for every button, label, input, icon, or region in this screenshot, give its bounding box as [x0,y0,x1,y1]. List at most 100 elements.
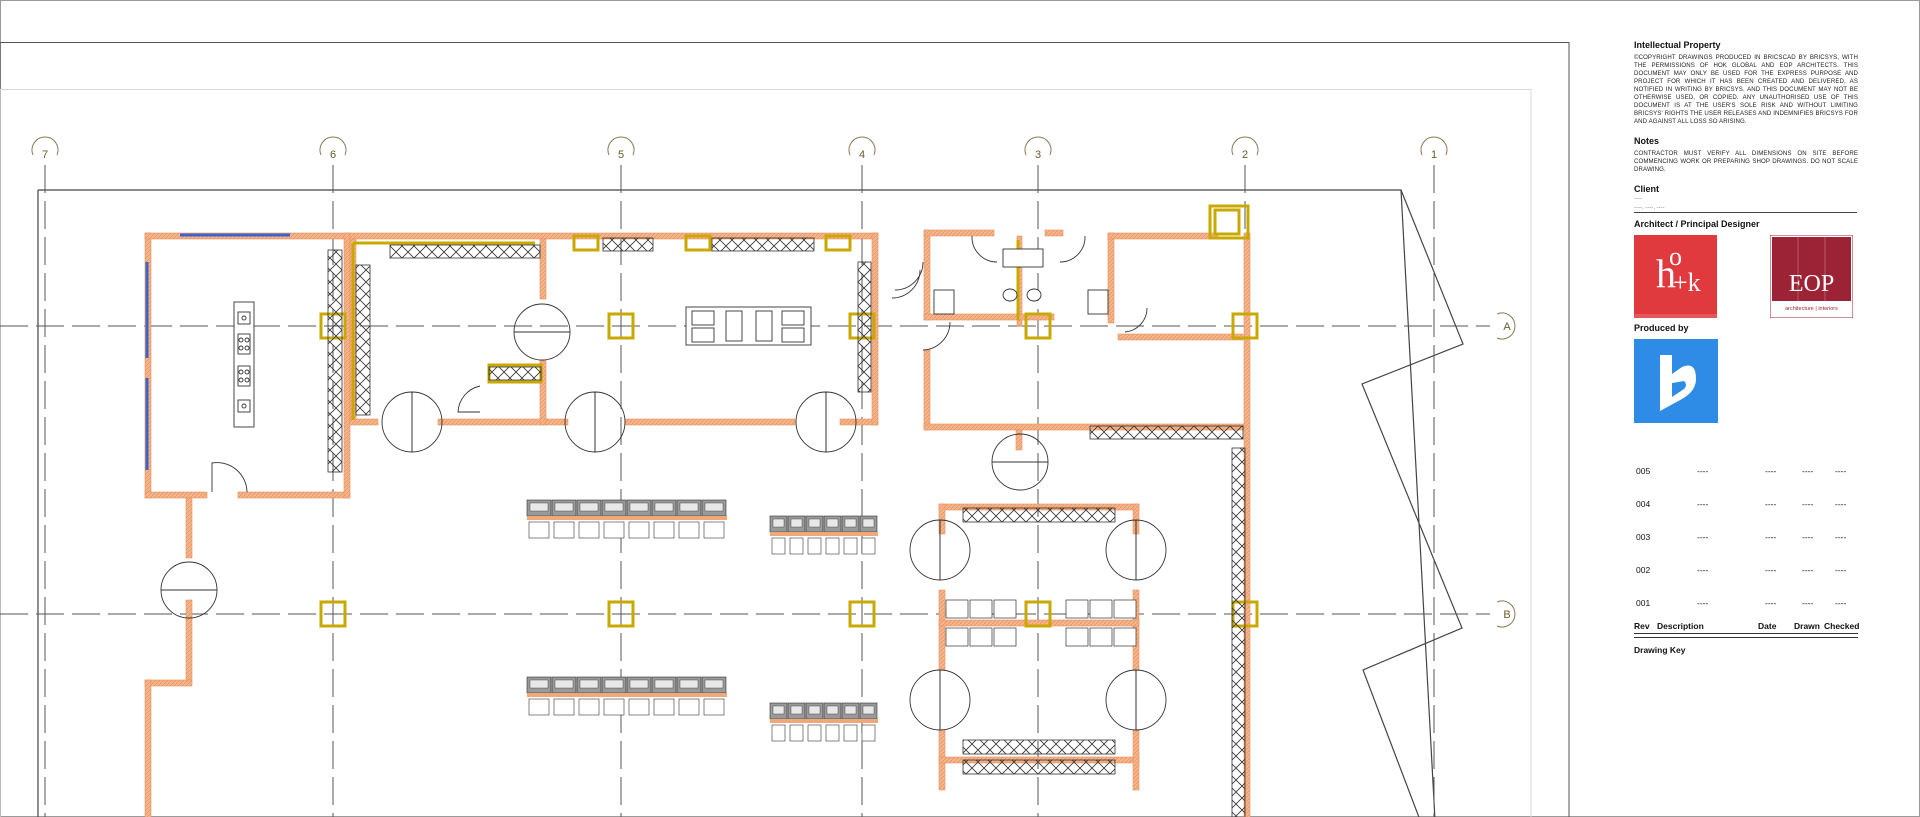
revision-checked: ---- [1835,532,1847,542]
door-swing [594,391,626,453]
workstation-monitor [772,705,785,715]
notes-heading: Notes [1634,136,1660,146]
revision-row: 004---------------- [1634,499,1858,511]
client-heading: Client [1634,184,1660,194]
client-rule [1634,212,1857,213]
door-swing [1135,669,1167,731]
door-swing [1105,519,1137,581]
drawing-key: Drawing Key [1634,645,1686,655]
revision-row: 002---------------- [1634,565,1858,577]
grid-bubble-6: 6 [319,136,347,161]
door-swing [795,391,827,453]
revision-rule-top [1634,633,1858,634]
lab-bench [1065,599,1089,619]
glazing [145,233,290,470]
grid-bubble-1: 1 [1420,136,1448,161]
lab-bench [1089,599,1113,619]
workstation-rail [527,516,727,520]
lab-bench [993,627,1017,647]
doors [160,235,1167,731]
ip-text: ©COPYRIGHT DRAWINGS PRODUCED IN BRICSCAD… [1634,54,1858,125]
hok-logo: h o +k [1634,235,1717,318]
fixtures [233,248,1109,428]
shelving [327,237,1246,817]
door-swing [411,391,443,453]
revision-description: ---- [1697,466,1709,476]
workstation-monitor [629,502,649,512]
revision-row: 005---------------- [1634,466,1858,478]
workstation-monitor [844,518,857,528]
workstation-chair [528,521,550,539]
revision-drawn: ---- [1802,598,1814,608]
lab-bench [1113,599,1137,619]
revision-rule [1634,637,1858,638]
workstation-monitor [679,502,699,512]
revision-date: ---- [1765,532,1777,542]
workstation-monitor [704,502,724,512]
workstation-chair [807,724,822,742]
revision-description: ---- [1697,598,1709,608]
door-swing [513,303,571,333]
workstation-chair [628,521,650,539]
door-swing [939,519,971,581]
workstation-chair [771,724,786,742]
workstation-rail [770,532,878,536]
lab-bench [969,599,993,619]
revision-rev: 002 [1636,565,1651,575]
workstation-monitor [554,679,574,689]
door-swing [909,669,941,731]
grid-lines [0,165,1490,817]
svg-text:EOP: EOP [1789,271,1834,297]
svg-text:o: o [1669,242,1682,271]
grid-label-1: 1 [1431,149,1437,161]
workstation-chair [861,537,876,555]
workstation-chair [578,698,600,716]
revision-header-date: Date [1758,621,1777,631]
door-swing [971,235,998,263]
structural-column [1024,312,1052,340]
workstation-monitor [790,705,803,715]
revision-drawn: ---- [1802,565,1814,575]
structural-column [572,234,600,252]
revision-date: ---- [1765,565,1777,575]
revision-drawn: ---- [1802,499,1814,509]
revision-rev: 004 [1636,499,1651,509]
workstation-chair [807,537,822,555]
door-swing [513,331,571,361]
workstation-chair [789,537,804,555]
architect-heading: Architect / Principal Designer [1634,219,1760,229]
door-swing [922,321,951,351]
structural-column [848,600,876,628]
client-line1: ---- [1634,196,1642,202]
door-swing [991,461,1049,491]
workstation-monitor [808,705,821,715]
revision-checked: ---- [1835,499,1847,509]
door-swing [160,561,218,591]
lab-bench [945,627,969,647]
grid-bubble-5: 5 [607,136,635,161]
structural-column [1231,312,1259,340]
lab-bench [1113,627,1137,647]
revision-description: ---- [1697,565,1709,575]
structural-column [1213,208,1241,236]
grid-bubble-A: A [1496,312,1516,340]
workstation-chair [703,521,725,539]
door-swing [457,385,481,413]
workstation-monitor [654,502,674,512]
title-block: Intellectual Property ©COPYRIGHT DRAWING… [1634,40,1858,423]
workstation-monitor [679,679,699,689]
lab-bench [993,599,1017,619]
workstation-monitor [826,518,839,528]
workstation-chair [843,724,858,742]
revision-header-checked: Checked [1824,621,1860,631]
svg-text:h: h [1656,251,1676,296]
workstation-monitor [808,518,821,528]
workstation-monitor [529,502,549,512]
workstation-chair [771,537,786,555]
workstation-chair [653,698,675,716]
workstation-chair [628,698,650,716]
grid-label-6: 6 [330,149,336,161]
workstation-monitor [604,502,624,512]
